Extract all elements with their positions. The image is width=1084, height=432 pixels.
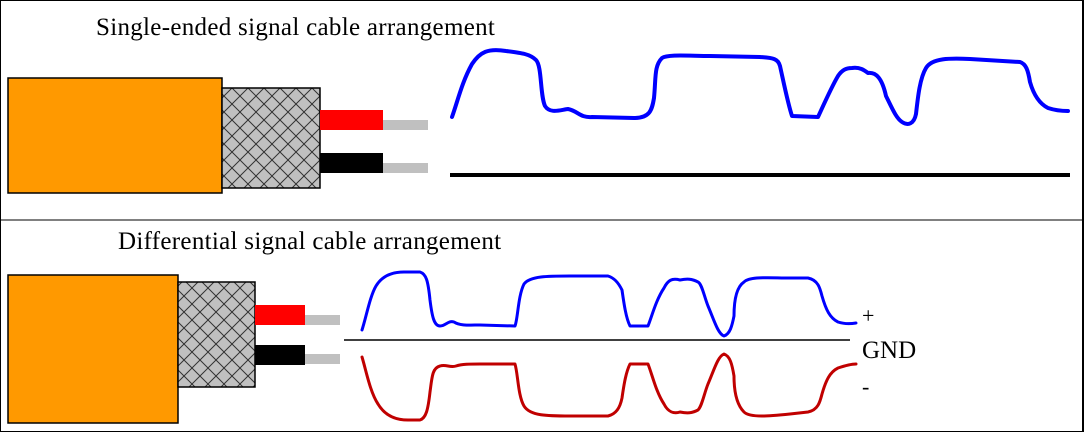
black-wire-insulation — [320, 153, 383, 173]
braided-shield — [177, 281, 256, 388]
negative-label: - — [862, 374, 870, 399]
single-ended-signal-waveform — [450, 48, 1070, 126]
cable-jacket — [7, 274, 179, 424]
red-wire-conductor — [305, 315, 340, 325]
black-wire-insulation — [255, 345, 305, 365]
red-wire-insulation — [255, 305, 305, 325]
positive-label: + — [862, 303, 875, 328]
differential-title: Differential signal cable arrangement — [118, 228, 502, 255]
red-wire-conductor — [383, 120, 428, 130]
cable-jacket — [7, 77, 223, 194]
single-ended-title: Single-ended signal cable arrangement — [96, 14, 496, 41]
black-wire-conductor — [305, 354, 340, 364]
braided-shield — [221, 87, 321, 189]
red-wire-insulation — [320, 110, 383, 130]
gnd-label: GND — [862, 337, 917, 364]
black-wire-conductor — [383, 163, 428, 173]
differential-cable — [7, 274, 340, 424]
single-ended-cable — [7, 77, 428, 194]
differential-positive-waveform — [360, 270, 858, 338]
differential-negative-waveform — [360, 352, 858, 422]
